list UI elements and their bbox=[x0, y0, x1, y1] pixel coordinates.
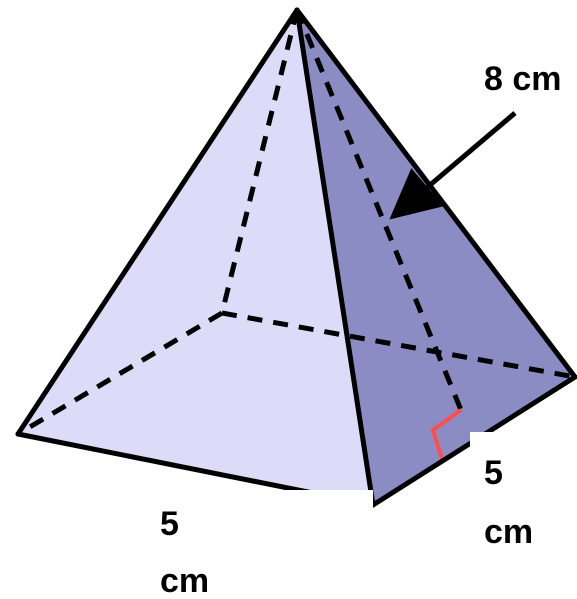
label-bg-front bbox=[262, 490, 373, 599]
base-right-label-unit: cm bbox=[484, 513, 533, 551]
edge-apex-front bbox=[294, 7, 376, 508]
base-right-label-number: 5 bbox=[484, 454, 503, 492]
hidden-edge-back-left bbox=[16, 310, 224, 437]
right-angle-marker bbox=[430, 408, 463, 463]
slant-height-label: 8 cm bbox=[484, 60, 562, 98]
slant-height-line bbox=[294, 9, 464, 411]
edge-apex-left bbox=[15, 7, 300, 437]
hidden-edge-apex-back bbox=[219, 9, 300, 314]
label-bg-right bbox=[470, 432, 577, 564]
slant-height-arrow bbox=[389, 111, 517, 220]
base-front-label-unit: cm bbox=[160, 562, 209, 599]
base-front-label-number: 5 bbox=[160, 505, 179, 543]
hidden-edges bbox=[16, 9, 576, 437]
right-face bbox=[297, 10, 575, 505]
hidden-edge-back-right bbox=[221, 310, 576, 380]
